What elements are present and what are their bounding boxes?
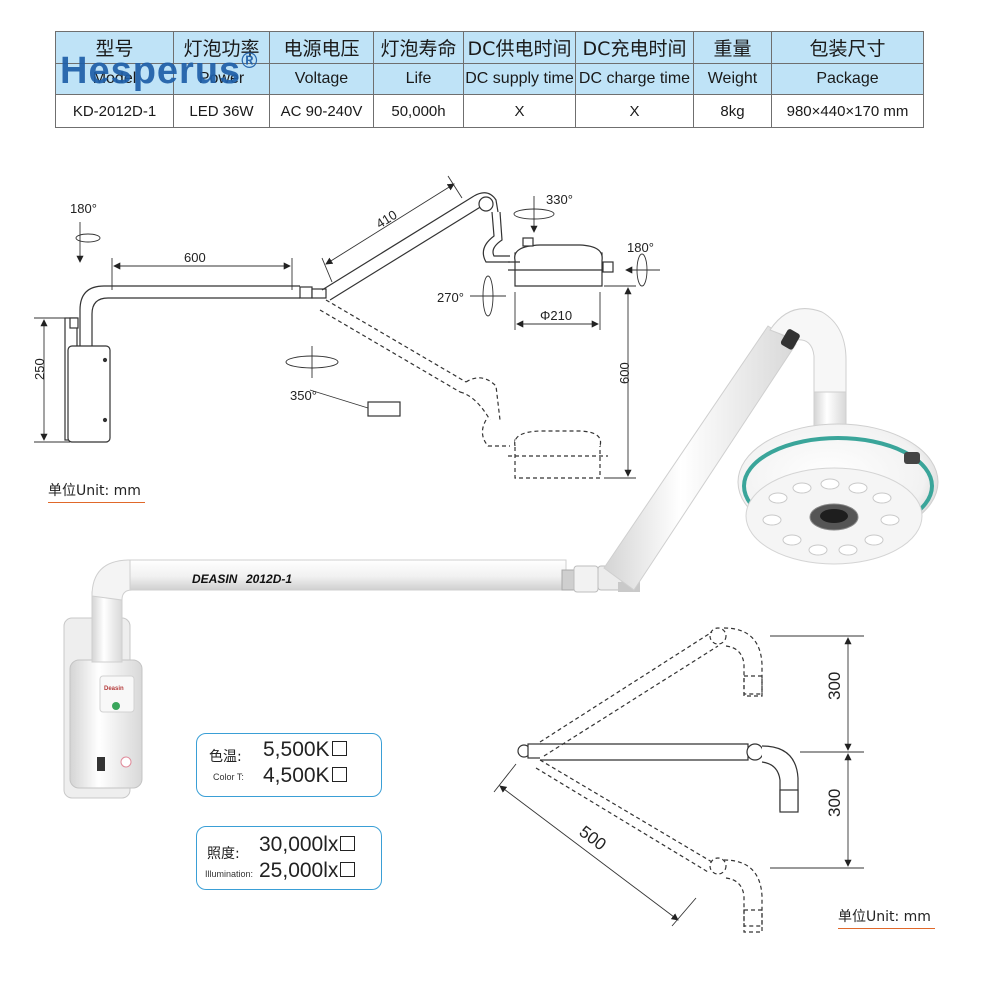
illumination-option-30000[interactable]: 30,000lx — [259, 833, 356, 857]
label-arm-reach: 500 — [576, 822, 610, 854]
checkbox-5500[interactable] — [331, 740, 347, 756]
unit-label-top: 单位Unit: mm — [48, 480, 145, 503]
product-brand: DEASIN — [192, 572, 238, 586]
value-package: 980×440×170 mm — [771, 94, 924, 128]
value-weight: 8kg — [693, 94, 772, 128]
illumination-option-25000[interactable]: 25,000lx — [259, 859, 356, 883]
value-voltage: AC 90-240V — [269, 94, 374, 128]
color-temp-box: 色温: Color T: 5,500K 4,500K — [196, 733, 382, 797]
color-temp-label-en: Color T: — [213, 772, 244, 782]
label-head-diameter: Φ210 — [540, 308, 572, 323]
checkbox-30000[interactable] — [340, 835, 356, 851]
value-dc-supply: X — [463, 94, 576, 128]
color-temp-option-5500[interactable]: 5,500K — [263, 738, 347, 762]
checkbox-25000[interactable] — [340, 861, 356, 877]
checkbox-4500[interactable] — [331, 766, 347, 782]
color-temp-option-4500[interactable]: 4,500K — [263, 764, 347, 788]
header-cn-life: 灯泡寿命 — [373, 31, 464, 64]
label-upper-travel: 300 — [825, 672, 844, 700]
bottom-dimensions — [493, 635, 864, 927]
unit-label-bottom: 单位Unit: mm — [838, 906, 935, 929]
label-drop-height: 600 — [617, 362, 632, 384]
value-life: 50,000h — [373, 94, 464, 128]
header-en-package: Package — [771, 63, 924, 95]
label-rot-head: 180° — [627, 240, 654, 255]
label-upper-arm: 410 — [373, 207, 399, 231]
value-model: KD-2012D-1 — [55, 94, 174, 128]
header-cn-dc-charge: DC充电时间 — [575, 31, 694, 64]
value-dc-charge: X — [575, 94, 694, 128]
header-en-dc-charge: DC charge time — [575, 63, 694, 95]
value-power: LED 36W — [173, 94, 270, 128]
label-lower-travel: 300 — [825, 789, 844, 817]
illumination-label-cn: 照度: — [207, 846, 240, 862]
product-render — [63, 308, 939, 799]
header-en-dc-supply: DC supply time — [463, 63, 576, 95]
label-rot-wall: 180° — [70, 201, 97, 216]
table-row: KD-2012D-1 LED 36W AC 90-240V 50,000h X … — [55, 94, 924, 128]
header-en-model: Model — [55, 63, 174, 95]
header-cn-weight: 重量 — [693, 31, 772, 64]
color-temp-label-cn: 色温: — [209, 749, 242, 765]
illumination-label-en: Illumination: — [205, 869, 254, 879]
product-model: 2012D-1 — [245, 572, 292, 586]
header-cn-package: 包装尺寸 — [771, 31, 924, 64]
control-box-label: Deasin — [104, 686, 124, 692]
illumination-box: 照度: Illumination: 30,000lx 25,000lx — [196, 826, 382, 890]
header-en-power: Power — [173, 63, 270, 95]
label-arm-length: 600 — [184, 250, 206, 265]
header-cn-model: 型号 — [55, 31, 174, 64]
table-header-cn-row: 型号 灯泡功率 电源电压 灯泡寿命 DC供电时间 DC充电时间 重量 包装尺寸 — [55, 31, 924, 64]
spec-table: 型号 灯泡功率 电源电压 灯泡寿命 DC供电时间 DC充电时间 重量 包装尺寸 … — [55, 31, 924, 128]
header-cn-dc-supply: DC供电时间 — [463, 31, 576, 64]
label-rot-joint: 330° — [546, 192, 573, 207]
table-header-en-row: Model Power Voltage Life DC supply time … — [55, 63, 924, 95]
top-line-drawing — [64, 192, 614, 479]
header-en-weight: Weight — [693, 63, 772, 95]
bottom-line-drawing — [517, 627, 799, 933]
label-rot-tilt: 270° — [437, 290, 464, 305]
label-rot-arm: 350° — [290, 388, 317, 403]
top-dimensions — [34, 175, 660, 479]
label-wall-height: 250 — [32, 358, 47, 380]
header-en-voltage: Voltage — [269, 63, 374, 95]
